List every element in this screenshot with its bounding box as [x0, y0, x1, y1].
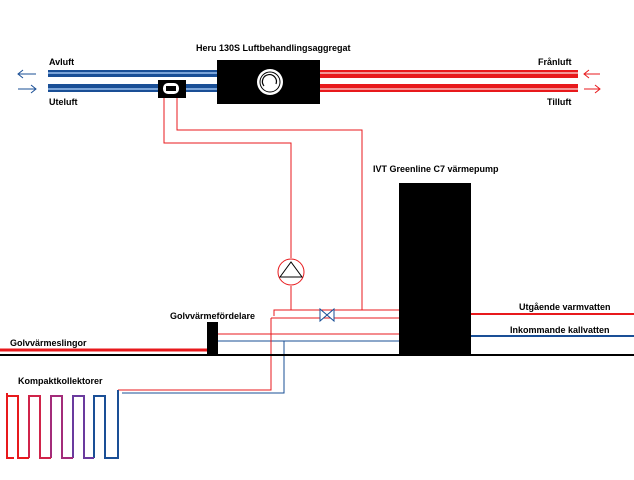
label-franluft: Frånluft: [538, 57, 572, 67]
label-tilluft: Tilluft: [547, 97, 572, 107]
heating-circuit: [163, 98, 399, 319]
air-handling-unit: [217, 60, 320, 104]
warm-air-ducts: [320, 70, 578, 92]
unit-title: Heru 130S Luftbehandlingsaggregat: [196, 43, 351, 53]
label-hot-water-out: Utgående varmvatten: [519, 302, 611, 312]
compact-collectors: [6, 390, 119, 459]
arrow-right-icon: [584, 84, 601, 94]
label-uteluft: Uteluft: [49, 97, 78, 107]
label-cold-water-in: Inkommande kallvatten: [510, 325, 610, 335]
label-distributor: Golvvärmefördelare: [170, 311, 256, 321]
arrow-left-icon: [17, 69, 36, 79]
valve-icon: [319, 307, 335, 323]
floor-heating-distributor: [207, 322, 218, 355]
arrow-right-icon: [18, 84, 37, 94]
fan-icon: [257, 69, 283, 95]
pump-icon: [277, 258, 305, 286]
label-floor-loops: Golvvärmeslingor: [10, 338, 87, 348]
label-collectors: Kompaktkollektorer: [18, 376, 103, 386]
distributor-lines: [118, 318, 399, 394]
heat-pump: [399, 183, 471, 355]
label-avluft: Avluft: [49, 57, 75, 67]
water-lines: [471, 313, 634, 337]
damper-icon: [158, 80, 186, 98]
cold-air-ducts: [48, 70, 218, 92]
arrow-left-icon: [583, 69, 600, 79]
label-heat-pump: IVT Greenline C7 värmepump: [373, 164, 499, 174]
